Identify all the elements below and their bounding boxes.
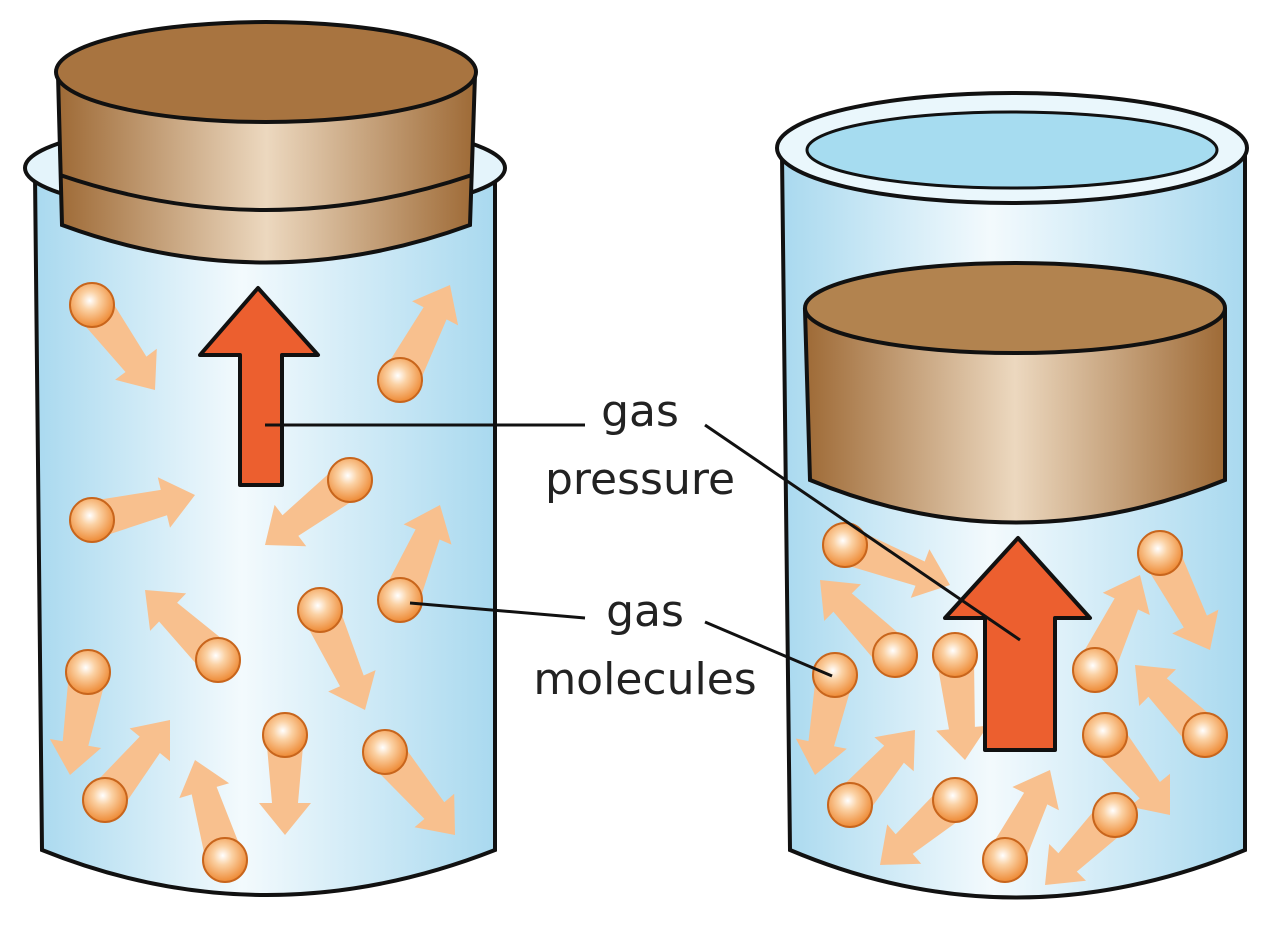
- leader-line-pressure-right: [704, 423, 1021, 642]
- gas-molecule: [297, 587, 343, 633]
- leader-lines: [265, 423, 1021, 678]
- gas-molecules: [49, 282, 1228, 885]
- leader-line-molecules-left: [409, 601, 586, 620]
- gas-pressure-label-line2: pressure: [544, 454, 736, 506]
- gas-molecule: [195, 637, 241, 683]
- gas-molecule: [69, 497, 115, 543]
- gas-molecule: [822, 522, 868, 568]
- gas-molecule: [1182, 712, 1228, 758]
- gas-molecule: [377, 577, 423, 623]
- leader-line-molecules-right: [704, 620, 833, 678]
- molecule-motion-arrow: [49, 668, 107, 775]
- left-cork: [54, 20, 478, 265]
- gas-molecule: [327, 457, 373, 503]
- right-cork: [802, 261, 1227, 525]
- pressure-arrow-right: [943, 536, 1092, 752]
- gas-molecule: [69, 282, 115, 328]
- gas-pressure-label: gas pressure: [520, 378, 760, 514]
- gas-molecule: [65, 649, 111, 695]
- gas-molecules-label-line1: gas: [606, 586, 684, 637]
- pressure-arrow-left: [198, 286, 320, 487]
- gas-molecule: [932, 632, 978, 678]
- gas-molecule: [812, 652, 858, 698]
- gas-pressure-label-line1: gas: [601, 386, 679, 437]
- gas-molecule: [827, 782, 873, 828]
- gas-molecule: [362, 729, 408, 775]
- gas-molecule: [82, 777, 128, 823]
- gas-molecule: [872, 632, 918, 678]
- gas-molecules-label: gas molecules: [505, 578, 785, 714]
- gas-molecule: [932, 777, 978, 823]
- gas-molecule: [262, 712, 308, 758]
- molecule-motion-arrow: [259, 735, 311, 835]
- gas-molecule: [1137, 530, 1183, 576]
- gas-molecule: [1092, 792, 1138, 838]
- molecule-motion-arrow: [936, 653, 988, 760]
- gas-molecule: [1082, 712, 1128, 758]
- gas-molecule: [1072, 647, 1118, 693]
- gas-molecule: [202, 837, 248, 883]
- gas-molecules-label-line2: molecules: [533, 654, 757, 706]
- gas-molecule: [377, 357, 423, 403]
- gas-molecule: [982, 837, 1028, 883]
